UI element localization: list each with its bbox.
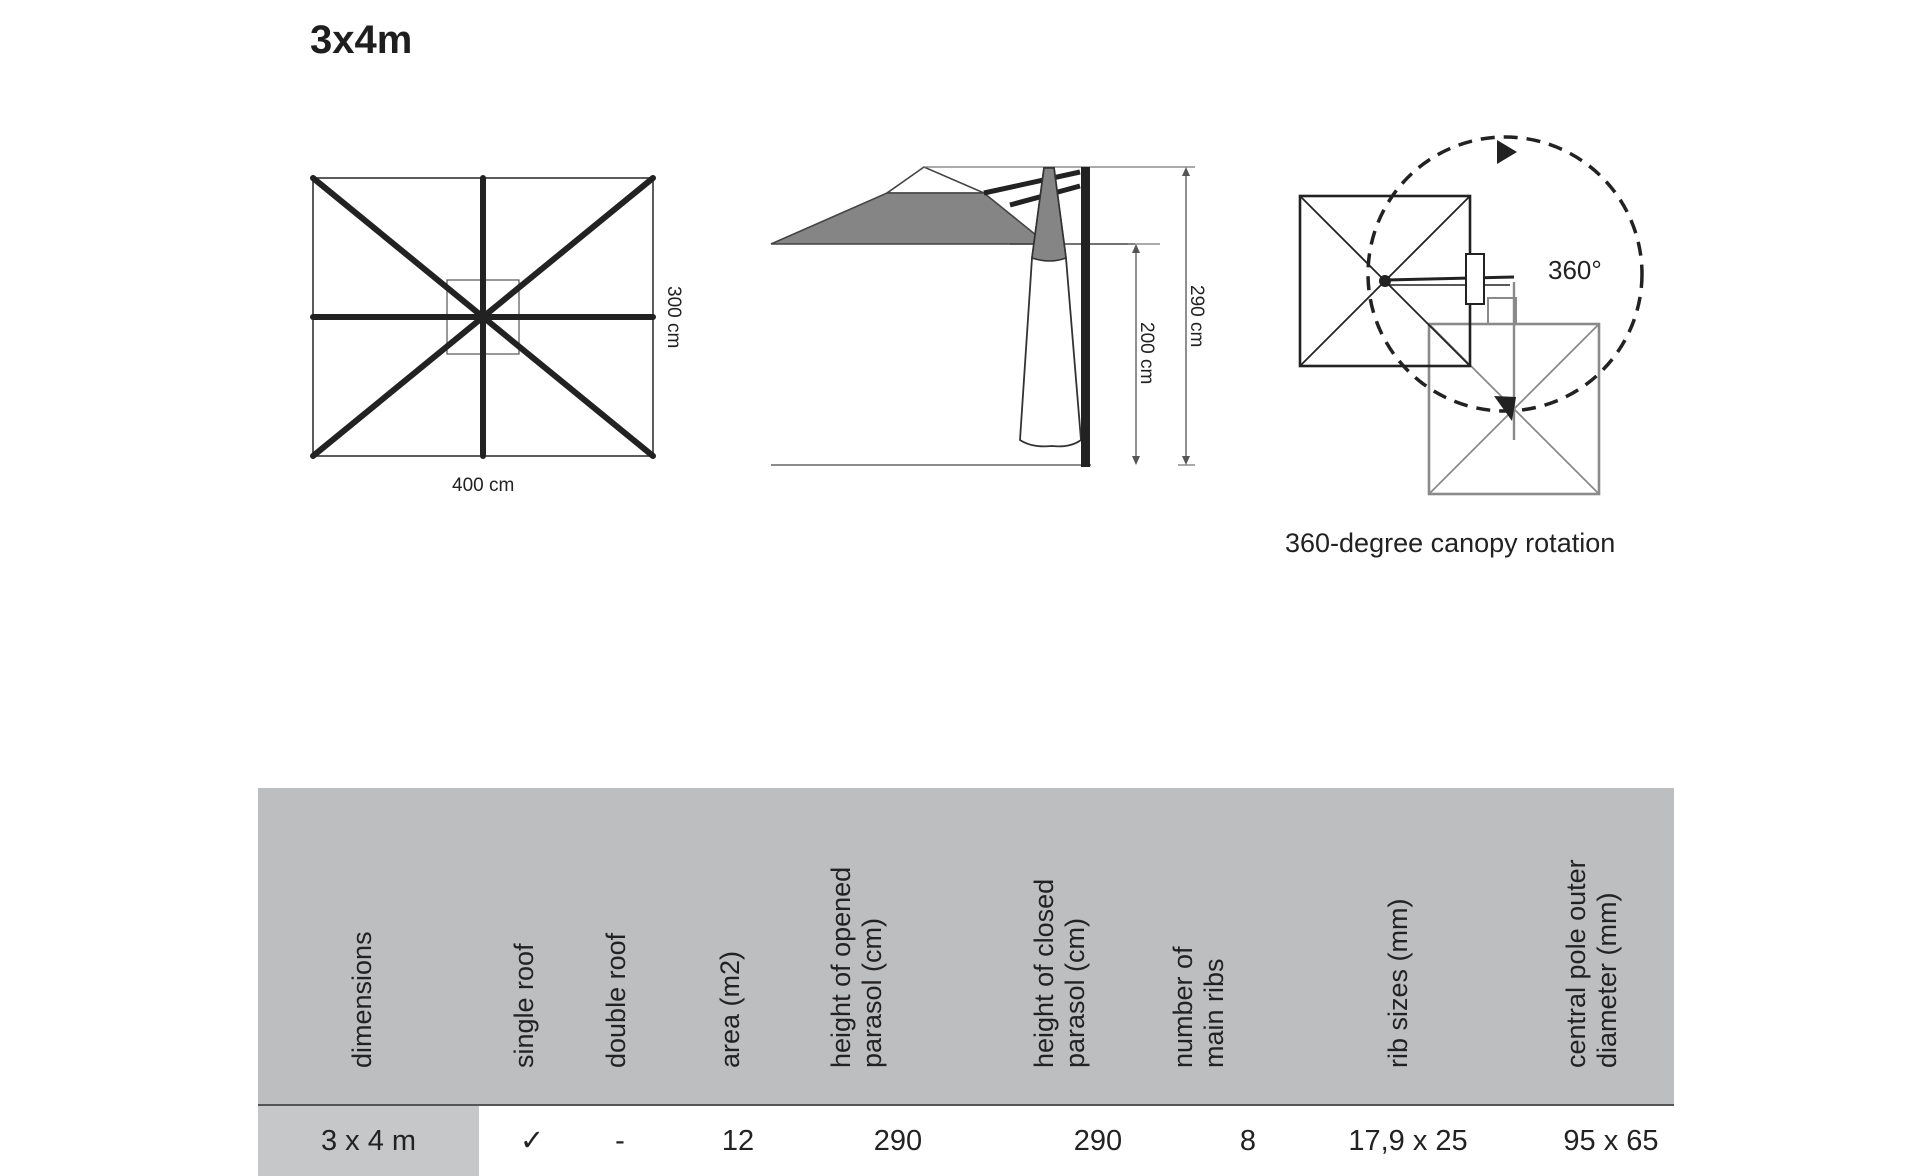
spec-table-header: dimensions single roof double roof area … [258,788,1674,1106]
cell-rib-sizes: 17,9 x 25 [1348,1125,1468,1157]
header-height-closed: height of closed parasol (cm) [1029,878,1090,1068]
header-single-roof: single roof [509,943,539,1068]
cell-dimensions: 3 x 4 m [258,1106,479,1176]
rotation-degrees-label: 360° [1548,255,1602,285]
cell-double-roof: - [615,1125,625,1157]
header-double-roof: double roof [601,932,631,1068]
table-row: 3 x 4 m ✓ - 12 290 290 8 17,9 x 25 95 x … [258,1106,1674,1176]
header-dimensions: dimensions [347,931,377,1068]
cell-area: 12 [721,1125,755,1157]
cell-height-closed: 290 [1073,1125,1123,1157]
closed-height-label: 200 cm [1136,322,1157,384]
rotation-diagram [1298,135,1644,496]
cell-height-opened: 290 [873,1125,923,1157]
top-view-depth-label: 300 cm [663,286,684,348]
header-height-opened: height of opened parasol (cm) [826,866,887,1068]
spec-table: dimensions single roof double roof area … [258,788,1674,1176]
top-view-diagram [310,175,656,459]
cell-main-ribs: 8 [1239,1125,1257,1157]
side-view-diagram [770,166,1195,467]
rotation-caption: 360-degree canopy rotation [1285,528,1616,558]
top-view-width-label: 400 cm [452,475,514,496]
header-rib-sizes: rib sizes (mm) [1383,898,1413,1069]
header-area: area (m2) [715,950,745,1068]
cell-pole-diameter: 95 x 65 [1563,1125,1659,1157]
page-title: 3x4m [310,18,413,62]
cell-single-roof: ✓ [519,1125,545,1157]
open-height-label: 290 cm [1186,285,1207,347]
header-main-ribs: number of main ribs [1168,946,1229,1068]
header-pole-diameter: central pole outer diameter (mm) [1561,859,1622,1068]
